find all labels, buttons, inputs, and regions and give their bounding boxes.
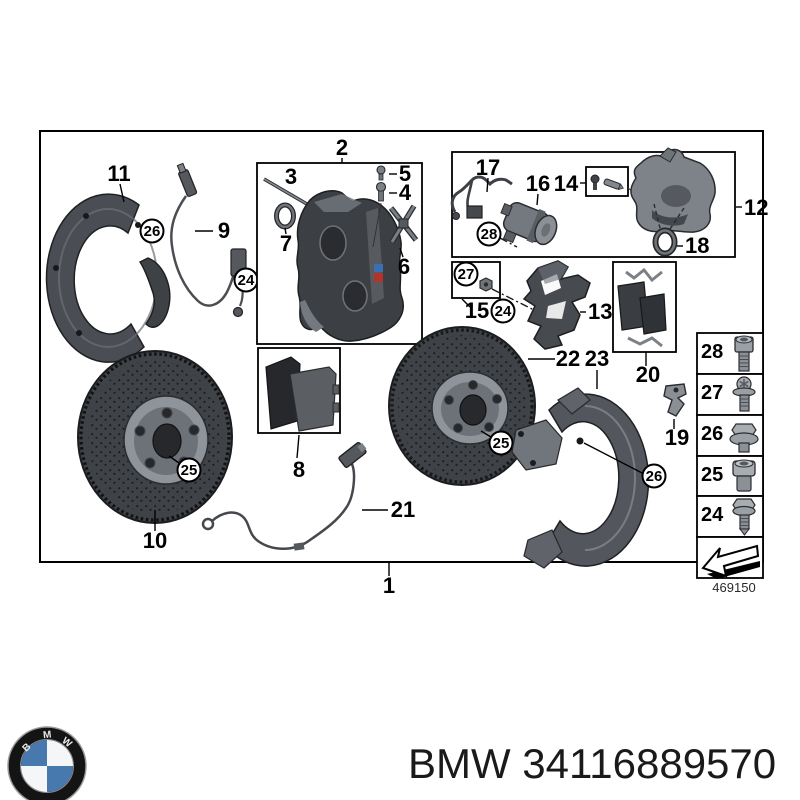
part-16-parking-brake-actuator bbox=[500, 201, 558, 246]
label-10: 10 bbox=[143, 528, 167, 553]
label-13: 13 bbox=[588, 299, 612, 324]
label-6: 6 bbox=[398, 254, 410, 279]
leader-callout-26-rear bbox=[583, 442, 645, 475]
callout-24-carrier: 24 bbox=[490, 298, 516, 324]
label-22: 22 bbox=[556, 346, 580, 371]
hardware-legend: 28 27 26 25 24 bbox=[696, 332, 764, 579]
part-21-wear-sensor-wire bbox=[201, 441, 367, 551]
leader-callout-25-front bbox=[168, 455, 180, 464]
svg-text:25: 25 bbox=[493, 435, 510, 452]
part-11-front-splash-shield bbox=[45, 193, 171, 363]
part-27-guide-bushing bbox=[479, 277, 493, 292]
label-1: 1 bbox=[383, 573, 395, 598]
label-16: 16 bbox=[526, 171, 550, 196]
label-15: 15 bbox=[465, 298, 489, 323]
part-10-front-brake-disc bbox=[77, 350, 233, 524]
part-number-text: BMW 34116889570 bbox=[408, 740, 776, 787]
leader-11 bbox=[119, 183, 125, 203]
leader-16 bbox=[536, 193, 539, 206]
part-5-bleeder-cap bbox=[376, 165, 386, 181]
bmw-roundel-logo: B M W bbox=[7, 726, 87, 800]
direction-arrow-icon bbox=[701, 544, 760, 579]
leader-6 bbox=[399, 247, 404, 258]
svg-text:25: 25 bbox=[181, 462, 198, 479]
leader-callout-25-rear bbox=[480, 430, 492, 438]
hw-label-26: 26 bbox=[701, 423, 723, 445]
callout-25-front-disc: 25 bbox=[176, 457, 202, 483]
label-7: 7 bbox=[280, 231, 292, 256]
part-4-bleeder-valve bbox=[372, 181, 387, 248]
label-9: 9 bbox=[218, 218, 230, 243]
part-6-anti-rattle-spring bbox=[388, 204, 419, 244]
svg-text:24: 24 bbox=[238, 272, 255, 289]
hex-flange-bolt-icon bbox=[729, 423, 759, 453]
label-8: 8 bbox=[293, 457, 305, 482]
part-19-bracket bbox=[663, 383, 687, 417]
part-3-guide-pin bbox=[263, 177, 313, 209]
hw-label-28: 28 bbox=[701, 341, 723, 363]
svg-text:26: 26 bbox=[646, 468, 663, 485]
socket-head-cap-screw-icon bbox=[734, 335, 754, 372]
label-14: 14 bbox=[554, 171, 579, 196]
hw-label-27: 27 bbox=[701, 382, 723, 404]
part-7-seal-ring bbox=[274, 202, 296, 230]
label-11: 11 bbox=[107, 161, 130, 186]
m-sport-badge bbox=[374, 264, 383, 282]
roundel-letter-m: M bbox=[42, 729, 51, 741]
label-21: 21 bbox=[391, 497, 415, 522]
label-17: 17 bbox=[476, 155, 500, 180]
callout-27-bushing: 27 bbox=[453, 261, 479, 287]
torx-flange-screw-icon bbox=[732, 376, 756, 412]
leader-17 bbox=[486, 177, 489, 193]
svg-text:26: 26 bbox=[144, 223, 161, 240]
disc-retaining-screw-icon bbox=[732, 459, 756, 492]
part-17-sensor-bracket bbox=[450, 175, 513, 220]
callout-24-front: 24 bbox=[233, 267, 259, 293]
label-4: 4 bbox=[399, 180, 412, 205]
label-23: 23 bbox=[585, 346, 609, 371]
callout-25-rear-disc: 25 bbox=[488, 430, 514, 456]
part-9-wear-sensor-wire bbox=[170, 162, 247, 318]
label-20: 20 bbox=[636, 362, 660, 387]
part-2-front-caliper bbox=[296, 190, 404, 342]
hex-flange-tapping-screw-icon bbox=[732, 498, 756, 536]
svg-text:24: 24 bbox=[495, 303, 512, 320]
label-5: 5 bbox=[399, 161, 411, 186]
label-2: 2 bbox=[336, 135, 348, 160]
svg-text:27: 27 bbox=[458, 266, 475, 283]
leader-15 bbox=[461, 298, 471, 308]
label-19: 19 bbox=[665, 425, 689, 450]
leader-8 bbox=[296, 434, 300, 459]
part-23-rear-splash-shield bbox=[511, 387, 650, 569]
part-13-caliper-carrier bbox=[522, 260, 591, 350]
svg-text:28: 28 bbox=[481, 226, 498, 243]
callout-26-rear-shield: 26 bbox=[641, 463, 667, 489]
label-3: 3 bbox=[285, 164, 297, 189]
callout-26-front: 26 bbox=[139, 218, 165, 244]
callout-28-actuator: 28 bbox=[476, 221, 502, 247]
label-12: 12 bbox=[744, 195, 768, 220]
part-20-rear-brake-pads bbox=[617, 267, 667, 348]
part-22-rear-brake-disc bbox=[388, 326, 536, 486]
leader-7 bbox=[284, 227, 287, 235]
label-18: 18 bbox=[685, 233, 709, 258]
part-8-front-brake-pads bbox=[265, 356, 340, 432]
leader-callout-28 bbox=[499, 237, 518, 248]
hw-label-25: 25 bbox=[701, 464, 723, 486]
part-18-seal-ring bbox=[652, 227, 678, 257]
hw-label-24: 24 bbox=[701, 504, 724, 526]
drawing-number: 469150 bbox=[712, 580, 755, 595]
part-12-rear-caliper bbox=[630, 147, 716, 233]
